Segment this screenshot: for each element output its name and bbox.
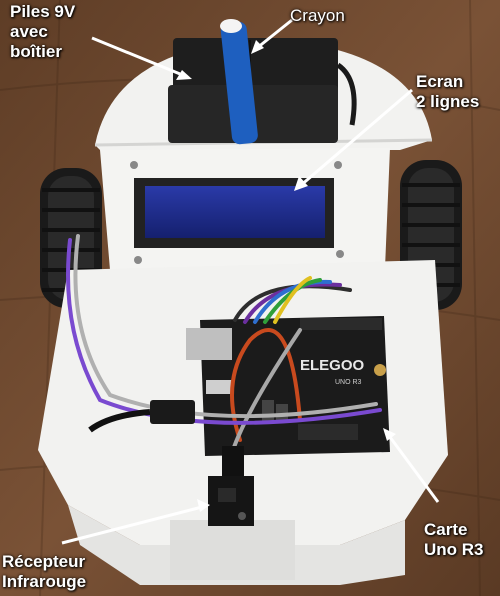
label-board: Carte Uno R3 xyxy=(424,520,484,560)
label-screen: Ecran 2 lignes xyxy=(416,72,479,112)
pencil xyxy=(220,19,258,145)
label-receiver-line2: Infrarouge xyxy=(2,572,87,591)
label-receiver-line1: Récepteur xyxy=(2,552,86,571)
arduino-board: ELEGOO UNO R3 xyxy=(186,316,390,456)
label-batteries-line2: avec xyxy=(10,22,48,41)
label-pencil: Crayon xyxy=(290,6,345,25)
board-brand: ELEGOO xyxy=(300,357,365,374)
label-board-line1: Carte xyxy=(424,520,468,539)
label-screen-line2: 2 lignes xyxy=(416,92,480,111)
board-model: UNO R3 xyxy=(335,379,362,386)
label-screen-line1: Ecran xyxy=(416,72,464,91)
left-wheel xyxy=(40,168,102,308)
label-receiver: Récepteur Infrarouge xyxy=(2,552,86,592)
power-cable xyxy=(88,400,195,433)
label-batteries: Piles 9V avec boîtier xyxy=(10,2,75,62)
lcd-panel xyxy=(100,148,390,270)
annotation-arrows xyxy=(61,18,440,545)
battery-holders xyxy=(168,38,357,143)
lcd-screen xyxy=(145,186,325,238)
ir-receiver xyxy=(208,446,254,526)
label-batteries-line3: boîtier xyxy=(10,42,62,61)
label-batteries-line1: Piles 9V xyxy=(10,2,76,21)
label-board-line2: Uno R3 xyxy=(424,540,484,559)
